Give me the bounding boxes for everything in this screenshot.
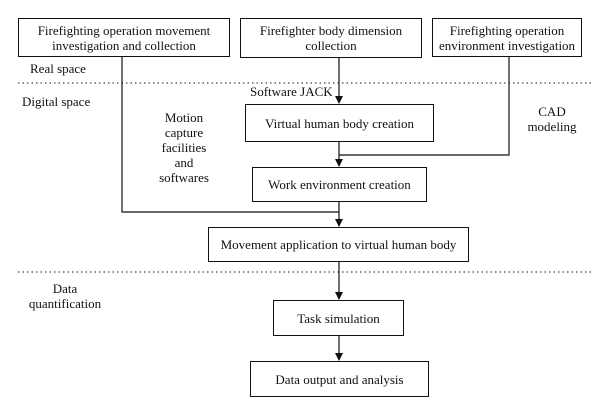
virtual-human-body-box: Virtual human body creation bbox=[245, 104, 434, 142]
motion-capture-line1: Motion bbox=[164, 110, 204, 125]
motion-capture-line2: capture bbox=[164, 125, 204, 140]
digital-space-label: Digital space bbox=[22, 94, 91, 109]
motion-capture-line5: softwares bbox=[159, 170, 209, 185]
environment-investigation-line1: Firefighting operation bbox=[449, 22, 565, 38]
cad-modeling-line1: CAD bbox=[538, 104, 566, 119]
cad-modeling-line2: modeling bbox=[527, 119, 577, 134]
movement-application-label: Movement application to virtual human bo… bbox=[220, 237, 457, 252]
motion-capture-line3: facilities bbox=[161, 140, 207, 155]
data-quantification-label: Data quantification bbox=[18, 281, 112, 311]
movement-investigation-line1: Firefighting operation movement bbox=[37, 22, 211, 38]
movement-application-box: Movement application to virtual human bo… bbox=[208, 227, 469, 262]
body-dimension-box: Firefighter body dimension collection bbox=[240, 18, 422, 58]
data-output-label: Data output and analysis bbox=[275, 371, 404, 387]
real-space-label: Real space bbox=[30, 61, 86, 76]
environment-investigation-line2: environment investigation bbox=[438, 37, 576, 53]
work-environment-box: Work environment creation bbox=[252, 167, 427, 202]
motion-capture-connector bbox=[121, 57, 339, 213]
movement-investigation-line2: investigation and collection bbox=[52, 37, 196, 53]
movement-investigation-box: Firefighting operation movement investig… bbox=[18, 18, 230, 57]
motion-capture-line4: and bbox=[174, 155, 194, 170]
environment-investigation-box: Firefighting operation environment inves… bbox=[432, 18, 582, 57]
data-quantification-line2: quantification bbox=[28, 296, 102, 311]
cad-modeling-label: CAD modeling bbox=[522, 104, 582, 134]
body-dimension-line2: collection bbox=[305, 38, 357, 53]
data-output-box: Data output and analysis bbox=[250, 361, 429, 397]
task-simulation-label: Task simulation bbox=[297, 310, 380, 326]
work-environment-label: Work environment creation bbox=[268, 177, 411, 192]
data-quantification-line1: Data bbox=[52, 281, 78, 296]
cad-connector bbox=[339, 57, 510, 156]
body-dimension-line1: Firefighter body dimension bbox=[259, 23, 403, 38]
motion-capture-label: Motion capture facilities and softwares bbox=[152, 110, 216, 185]
virtual-human-body-label: Virtual human body creation bbox=[264, 115, 415, 131]
software-jack-label: Software JACK bbox=[250, 84, 333, 99]
task-simulation-box: Task simulation bbox=[273, 300, 404, 336]
